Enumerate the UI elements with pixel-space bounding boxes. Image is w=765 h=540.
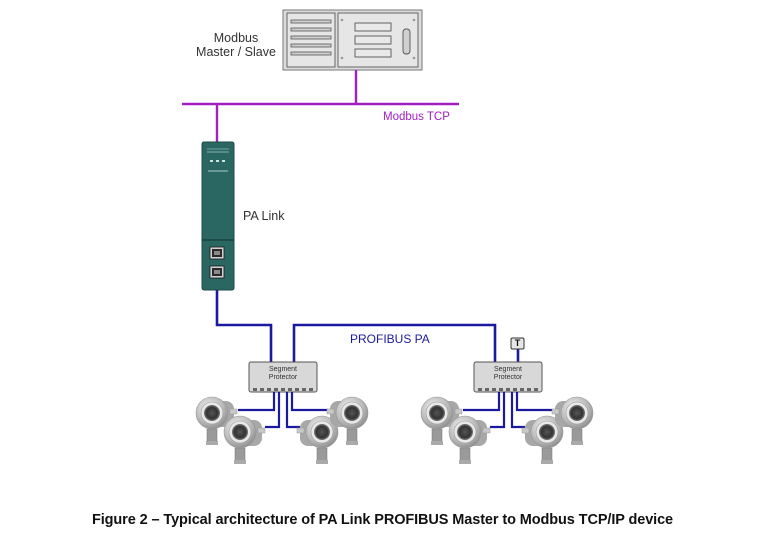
modbus-tcp-network: [182, 70, 459, 142]
spur-cables-1: [238, 392, 328, 429]
label-line-1: Segment: [268, 366, 298, 373]
label-line-2: Master / Slave: [196, 45, 276, 59]
pa-link-module: [201, 141, 235, 291]
field-transmitter-6: [448, 415, 491, 465]
modbus-tcp-label: Modbus TCP: [383, 111, 450, 123]
ethernet-port-icon: [209, 265, 225, 279]
modbus-master-slave-label: Modbus Master / Slave: [196, 31, 276, 59]
segment-protector-1: [248, 361, 318, 393]
profibus-pa-network: [215, 290, 520, 362]
pa-link-label: PA Link: [243, 209, 285, 223]
figure-caption: Figure 2 – Typical architecture of PA Li…: [91, 512, 674, 528]
label-line-2: Protector: [268, 374, 298, 381]
segment-protector-2: [473, 361, 543, 393]
label-line-2: Protector: [493, 374, 523, 381]
profibus-pa-label: PROFIBUS PA: [350, 332, 430, 346]
label-line-1: Segment: [493, 366, 523, 373]
label-line-1: Modbus: [213, 31, 259, 45]
segment-protector-2-label: Segment Protector: [474, 366, 542, 382]
spur-cables-2: [463, 392, 553, 429]
field-transmitter-2: [223, 415, 266, 465]
segment-protector-1-label: Segment Protector: [249, 366, 317, 382]
ethernet-port-icon: [209, 246, 225, 260]
terminator-label: T: [514, 338, 521, 348]
terminator-block: [510, 337, 525, 350]
modbus-master-slave-device: [282, 9, 423, 71]
